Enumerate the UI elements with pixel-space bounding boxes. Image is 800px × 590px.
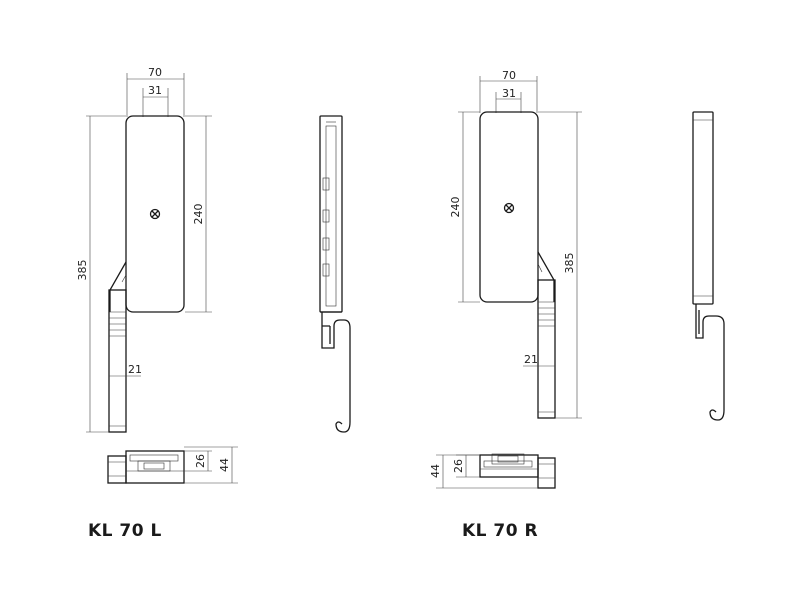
kl70l-front-view: 70 31 240 385 — [76, 66, 212, 433]
kl70r-front-view: 70 31 240 385 21 — [449, 69, 582, 419]
dim-height-body: 240 — [449, 197, 462, 218]
screw-icon — [503, 202, 515, 214]
dim-width-total: 70 — [502, 69, 516, 82]
dim-width-total: 70 — [148, 66, 162, 79]
screw-icon — [149, 208, 161, 220]
dim-depth-total: 44 — [218, 458, 231, 472]
kl70r-bottom-view: 26 44 — [429, 453, 556, 489]
dim-depth-inner: 26 — [194, 454, 207, 468]
dim-height-body: 240 — [192, 204, 205, 225]
dim-rod-width: 21 — [524, 353, 538, 366]
handle-body — [479, 111, 539, 303]
dim-depth-inner: 26 — [452, 459, 465, 473]
kl70l-side-view — [319, 115, 351, 433]
handle-body — [125, 115, 185, 313]
kl70r-side-view — [692, 111, 725, 421]
dim-width-inner: 31 — [148, 84, 162, 97]
dim-depth-total: 44 — [429, 464, 442, 478]
handle-rod — [108, 289, 127, 433]
kl70l-bottom-view: 26 44 — [107, 446, 238, 484]
dim-height-total: 385 — [76, 260, 89, 281]
model-label-left: KL 70 L — [88, 521, 162, 541]
dim-height-total: 385 — [563, 253, 576, 274]
dim-rod-width: 21 — [128, 363, 142, 376]
handle-rod — [537, 279, 556, 419]
dim-width-inner: 31 — [502, 87, 516, 100]
model-label-right: KL 70 R — [462, 521, 538, 541]
